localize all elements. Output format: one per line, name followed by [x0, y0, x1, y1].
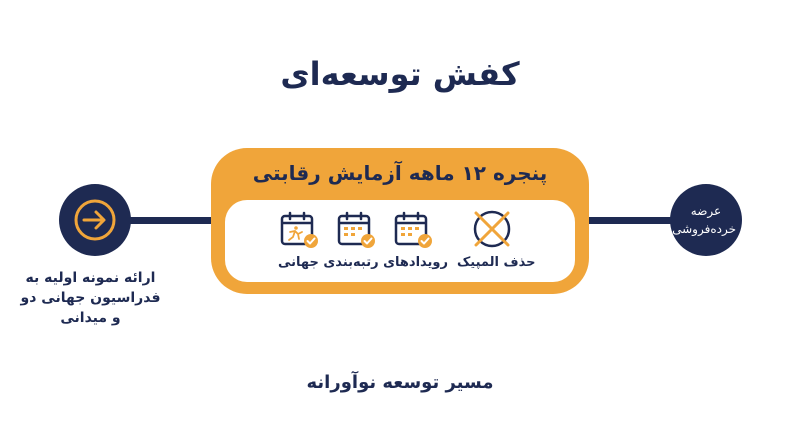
end-node: عرضه خرده‌فروشی: [670, 184, 742, 256]
page-title: کفش توسعه‌ای: [280, 55, 520, 93]
start-node: [59, 184, 131, 256]
calendar-running-icon: [280, 211, 318, 248]
capsule-title: پنجره ۱۲ ماهه آزمایش رقابتی: [252, 161, 548, 185]
arrow-right-circle-icon: [74, 199, 116, 241]
calendar-check-icon: [337, 211, 375, 248]
capsule-inner-panel: رویدادهای رتبه‌بندی جهانی حذف المپیک: [225, 200, 575, 282]
footer-caption: مسیر توسعه نوآورانه: [306, 372, 494, 393]
cancel-x-icon: [473, 210, 511, 248]
calendar-check-icon: [394, 211, 432, 248]
olympic-exclusion-label: حذف المپیک: [457, 255, 536, 270]
ranking-events-label: رویدادهای رتبه‌بندی جهانی: [278, 255, 448, 270]
start-node-label: ارائه نمونه اولیه به فدراسیون جهانی دو و…: [20, 270, 161, 326]
competition-window-capsule: پنجره ۱۲ ماهه آزمایش رقابتی: [211, 148, 589, 294]
end-node-label: عرضه خرده‌فروشی: [672, 204, 736, 236]
